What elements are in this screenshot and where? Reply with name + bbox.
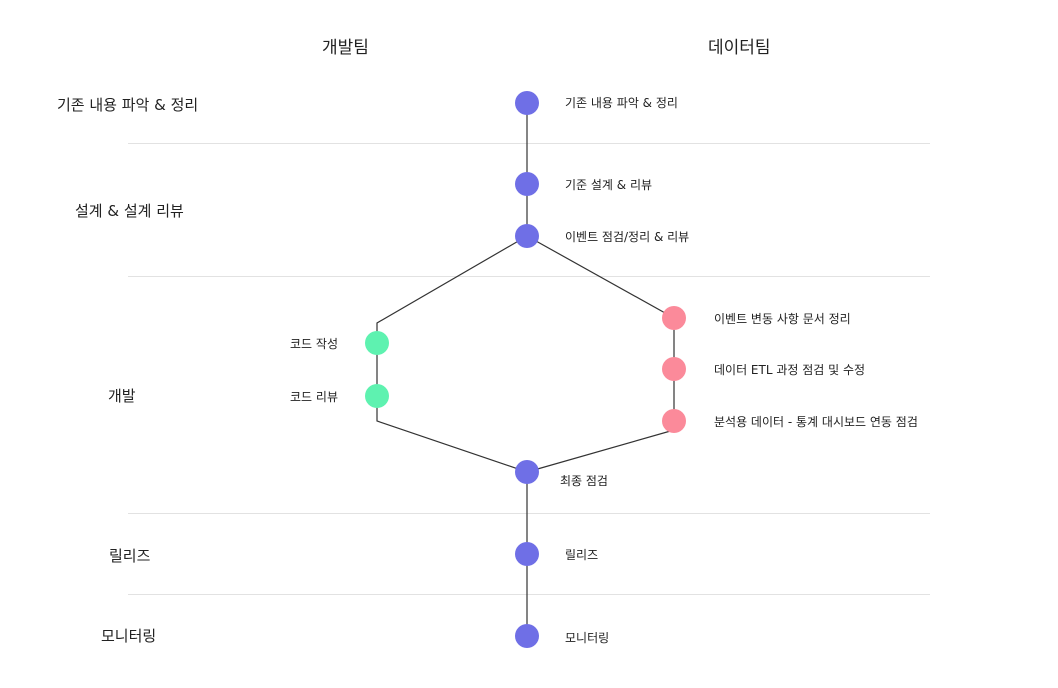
node-label-final-check: 최종 점검 bbox=[560, 474, 608, 488]
stage-label-existing-review: 기존 내용 파악 & 정리 bbox=[57, 96, 199, 114]
node-label-monitoring: 모니터링 bbox=[565, 631, 610, 645]
connector-branch-dev bbox=[376, 235, 528, 473]
node-label-release: 릴리즈 bbox=[565, 548, 599, 562]
stage-label-monitoring: 모니터링 bbox=[101, 627, 157, 645]
connector-branch-data bbox=[526, 235, 675, 473]
stage-label-development: 개발 bbox=[108, 387, 136, 405]
stage-label-release: 릴리즈 bbox=[109, 547, 151, 565]
node-label-code-write: 코드 작성 bbox=[290, 337, 338, 351]
node-label-etl-check: 데이터 ETL 과정 점검 및 수정 bbox=[714, 363, 866, 377]
node-code-write bbox=[365, 331, 389, 355]
node-dashboard-check bbox=[662, 409, 686, 433]
node-release bbox=[515, 542, 539, 566]
node-label-existing-review: 기존 내용 파악 & 정리 bbox=[565, 96, 678, 110]
node-label-code-review: 코드 리뷰 bbox=[290, 390, 338, 404]
node-event-check bbox=[515, 224, 539, 248]
node-existing-review bbox=[515, 91, 539, 115]
node-label-event-doc: 이벤트 변동 사항 문서 정리 bbox=[714, 312, 851, 326]
stage-label-design: 설계 & 설계 리뷰 bbox=[75, 202, 184, 220]
node-event-doc bbox=[662, 306, 686, 330]
node-criteria-design bbox=[515, 172, 539, 196]
dev-team-header: 개발팀 bbox=[322, 38, 369, 58]
node-label-event-check: 이벤트 점검/정리 & 리뷰 bbox=[565, 230, 690, 244]
node-label-dashboard-check: 분석용 데이터 - 통계 대시보드 연동 점검 bbox=[714, 415, 918, 429]
data-team-header: 데이터팀 bbox=[708, 38, 771, 58]
node-label-criteria-design: 기준 설계 & 리뷰 bbox=[565, 178, 653, 192]
node-etl-check bbox=[662, 357, 686, 381]
node-code-review bbox=[365, 384, 389, 408]
node-monitoring bbox=[515, 624, 539, 648]
node-final-check bbox=[515, 460, 539, 484]
